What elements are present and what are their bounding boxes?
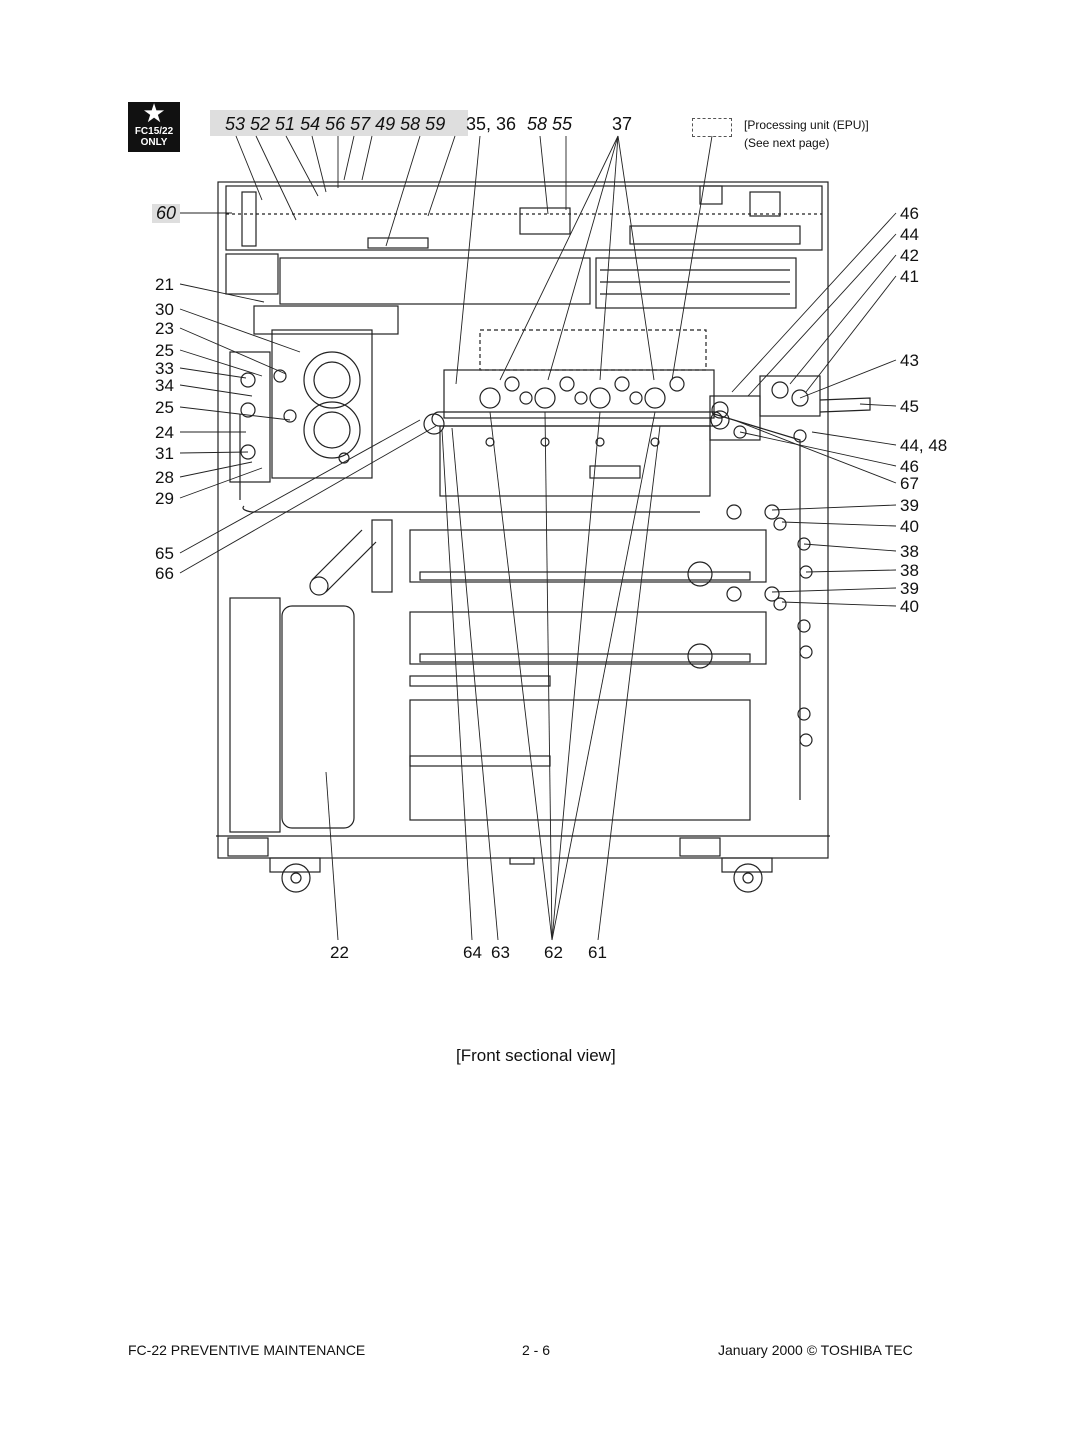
right-callout: 41 (900, 267, 919, 286)
figure-caption: [Front sectional view] (456, 1046, 616, 1065)
left-callout: 23 (155, 319, 174, 338)
star-icon: ★ (142, 98, 166, 128)
epu-note-line2: (See next page) (744, 136, 830, 150)
left-callout: 31 (155, 444, 174, 463)
top-callouts-italic-2: 58 55 (527, 114, 573, 134)
left-callout: 21 (155, 275, 174, 294)
right-callout: 44 (900, 225, 919, 244)
right-callout: 46 (900, 204, 919, 223)
left-callout-60: 60 (152, 204, 181, 223)
right-callout: 43 (900, 351, 919, 370)
left-callout: 34 (155, 376, 174, 395)
fuser-unit (271, 329, 373, 479)
right-callout: 40 (900, 517, 919, 536)
laser-unit (279, 257, 591, 305)
bottom-callout: 62 (544, 943, 563, 962)
model-badge: ★ FC15/22 ONLY (128, 98, 180, 152)
left-callout: 65 (155, 544, 174, 563)
left-callout: 25 (155, 398, 174, 417)
caster-left (281, 863, 311, 893)
fuser-heat-roller (303, 351, 361, 409)
right-callout: 39 (900, 496, 919, 515)
waste-toner-box (281, 605, 355, 829)
left-callout: 33 (155, 359, 174, 378)
right-callout: 42 (900, 246, 919, 265)
epu-note-line1: [Processing unit (EPU)] (744, 118, 869, 132)
right-callout: 46 (900, 457, 919, 476)
caster-right (733, 863, 763, 893)
footer-left: FC-22 PREVENTIVE MAINTENANCE (128, 1342, 366, 1358)
left-callout: 25 (155, 341, 174, 360)
bottom-callout: 63 (491, 943, 510, 962)
top-callout-37: 37 (612, 114, 633, 134)
paper-cassette-1 (409, 529, 767, 583)
left-callout: 28 (155, 468, 174, 487)
bottom-callout: 61 (588, 943, 607, 962)
bottom-callout: 64 (463, 943, 482, 962)
right-callout: 44, 48 (900, 436, 948, 455)
left-callout: 30 (155, 300, 174, 319)
right-callout: 40 (900, 597, 919, 616)
scanner-unit (225, 185, 823, 251)
right-callout: 39 (900, 579, 919, 598)
paper-cassette-2 (409, 611, 767, 665)
badge-model: FC15/22 (134, 126, 174, 137)
top-callout-strip (210, 110, 468, 136)
badge-only: ONLY (140, 137, 168, 148)
left-callout: 29 (155, 489, 174, 508)
right-callout: 67 (900, 474, 919, 493)
process-units (443, 369, 715, 419)
footer-right: January 2000 © TOSHIBA TEC (718, 1342, 913, 1358)
right-callout: 45 (900, 397, 919, 416)
top-callouts-italic: 53 52 51 54 56 57 49 58 59 (225, 114, 446, 134)
top-callout-35-36: 35, 36 (466, 114, 517, 134)
fuser-pressure-roller (303, 401, 361, 459)
left-callout: 24 (155, 423, 174, 442)
bottom-callout: 22 (330, 943, 349, 962)
right-callout: 38 (900, 542, 919, 561)
left-callout: 66 (155, 564, 174, 583)
right-callout: 38 (900, 561, 919, 580)
transfer-belt (431, 411, 723, 427)
footer-page-number: 2 - 6 (522, 1342, 551, 1358)
